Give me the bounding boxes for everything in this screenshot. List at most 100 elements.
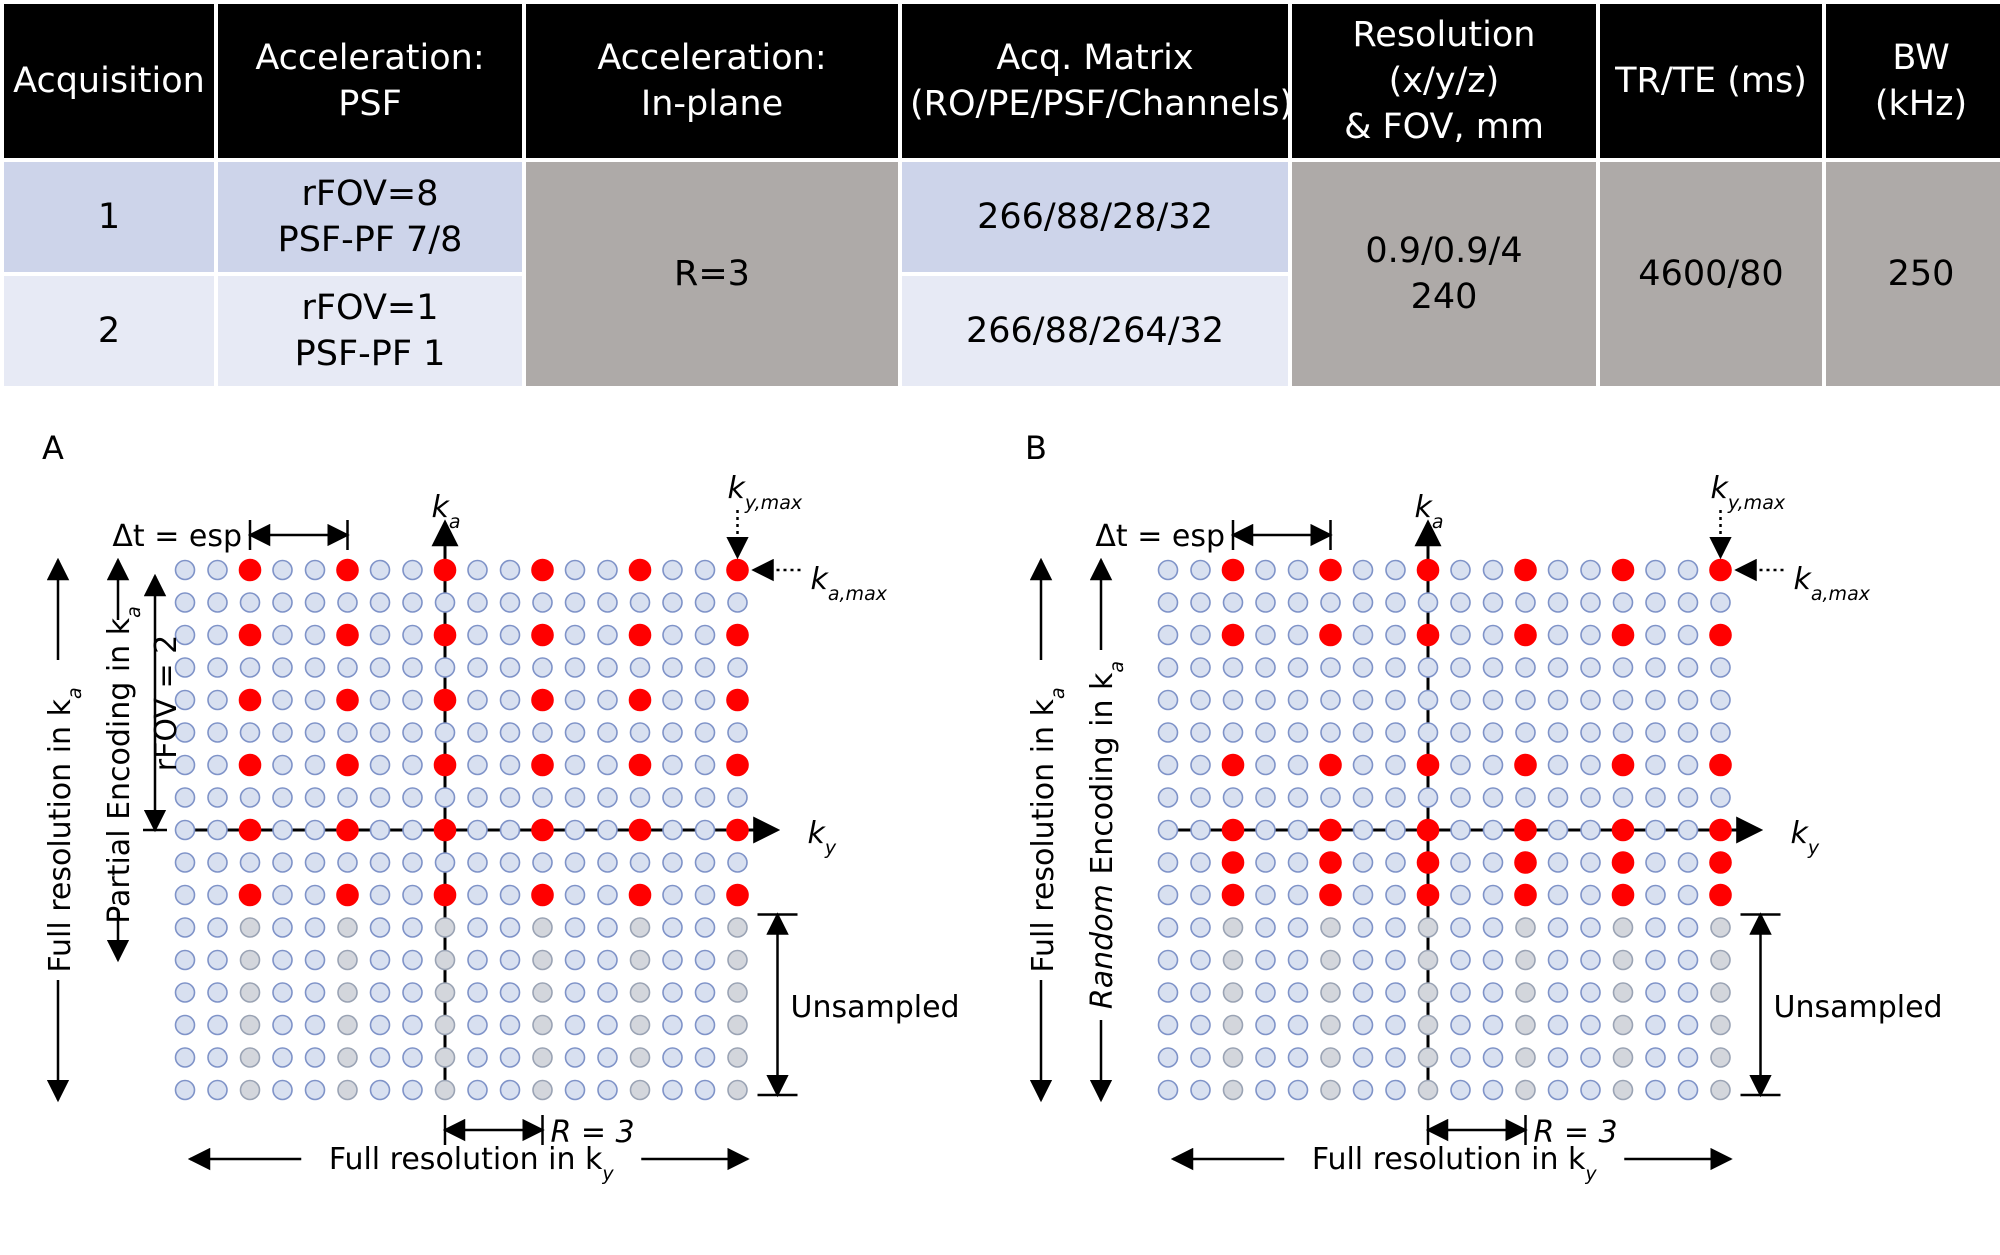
kspace-point xyxy=(1547,657,1569,678)
kspace-point xyxy=(1157,787,1179,808)
kspace-point xyxy=(1580,787,1601,808)
unsampled-point xyxy=(1222,1079,1244,1101)
sampled-point xyxy=(1319,883,1342,907)
kspace-point xyxy=(1645,949,1666,971)
cell-psf: rFOV=1 PSF-PF 1 xyxy=(218,276,522,386)
kspace-point xyxy=(1157,657,1179,678)
kspace-point xyxy=(499,559,521,581)
kspace-point xyxy=(1450,852,1471,873)
kspace-point xyxy=(1352,689,1374,711)
kspace-point xyxy=(402,624,423,646)
kspace-point xyxy=(1482,559,1504,581)
kspace-point xyxy=(1710,689,1731,711)
kspace-point xyxy=(1287,624,1309,646)
kspace-point xyxy=(499,624,521,646)
kspace-point xyxy=(369,982,391,1003)
kspace-point xyxy=(694,982,716,1003)
sampled-point xyxy=(336,623,359,647)
unsampled-point xyxy=(727,917,748,938)
kspace-point xyxy=(1450,657,1471,678)
kspace-point xyxy=(1385,657,1406,678)
kspace-point xyxy=(1547,1014,1569,1036)
kspace-point xyxy=(694,787,716,808)
sampled-point xyxy=(336,883,359,907)
kspace-point xyxy=(1287,754,1309,776)
kspace-point xyxy=(1417,689,1439,711)
unsampled-point xyxy=(434,917,456,938)
kspace-point xyxy=(174,592,196,613)
unsampled-point xyxy=(337,1047,358,1068)
kspace-point xyxy=(662,624,683,646)
unsampled-point xyxy=(239,1014,261,1036)
unsampled-point xyxy=(1710,1014,1731,1036)
unsampled-label: Unsampled xyxy=(1774,990,1943,1025)
kspace-point xyxy=(1352,657,1374,678)
kspace-point xyxy=(597,657,618,678)
kspace-point xyxy=(304,1047,326,1068)
sampled-point xyxy=(1514,753,1537,777)
kspace-point xyxy=(207,884,228,906)
kspace-point xyxy=(1677,689,1699,711)
kspace-point xyxy=(629,852,651,873)
kspace-point xyxy=(1677,852,1699,873)
kspace-point xyxy=(1352,1079,1374,1101)
kspace-point xyxy=(402,1047,423,1068)
kspace-point xyxy=(1352,949,1374,971)
kspace-point xyxy=(1352,917,1374,938)
sampled-point xyxy=(1611,753,1635,777)
kspace-point xyxy=(1157,1014,1179,1036)
kspace-point xyxy=(1190,852,1211,873)
sampled-point xyxy=(433,558,457,582)
kspace-point xyxy=(1515,787,1536,808)
sampled-point xyxy=(433,753,457,777)
kspace-point xyxy=(467,754,488,776)
kspace-point xyxy=(1255,949,1276,971)
kspace-point xyxy=(1157,754,1179,776)
kspace-point xyxy=(467,1047,488,1068)
kspace-point xyxy=(1320,592,1341,613)
kspace-point xyxy=(467,819,488,841)
kspace-point xyxy=(402,1014,423,1036)
kspace-point xyxy=(1352,722,1374,743)
kspace-point xyxy=(1450,949,1471,971)
kspace-point xyxy=(369,592,391,613)
sampled-point xyxy=(531,818,554,842)
kspace-point xyxy=(272,949,293,971)
sampled-point xyxy=(238,818,262,842)
sampled-point xyxy=(531,558,554,582)
unsampled-point xyxy=(1320,917,1341,938)
kspace-point xyxy=(1612,689,1634,711)
unsampled-point xyxy=(1417,982,1439,1003)
kspace-point xyxy=(272,592,293,613)
kspace-point xyxy=(727,787,748,808)
kspace-point xyxy=(304,787,326,808)
unsampled-point xyxy=(434,982,456,1003)
sampled-point xyxy=(628,688,652,712)
kspace-point xyxy=(207,819,228,841)
kspace-point xyxy=(1515,689,1536,711)
kspace-point xyxy=(1157,689,1179,711)
kspace-point xyxy=(597,559,618,581)
kspace-point xyxy=(467,559,488,581)
sampled-point xyxy=(1221,818,1245,842)
sampled-point xyxy=(336,558,359,582)
kspace-point xyxy=(1482,949,1504,971)
kspace-point xyxy=(207,1079,228,1101)
unsampled-point xyxy=(1612,1079,1634,1101)
kspace-point xyxy=(564,787,586,808)
kspace-point xyxy=(1677,1047,1699,1068)
kspace-point xyxy=(1580,884,1601,906)
kspace-point xyxy=(272,1047,293,1068)
sampled-point xyxy=(1416,883,1440,907)
kspace-point xyxy=(662,1047,683,1068)
kspace-point xyxy=(369,689,391,711)
kspace-point xyxy=(207,722,228,743)
full-res-ky-label: Full resolution in ky xyxy=(329,1142,615,1185)
kspace-point xyxy=(272,982,293,1003)
kspace-point xyxy=(1677,982,1699,1003)
cell-matrix: 266/88/264/32 xyxy=(902,276,1288,386)
kspace-point xyxy=(1190,917,1211,938)
sampled-point xyxy=(531,623,554,647)
